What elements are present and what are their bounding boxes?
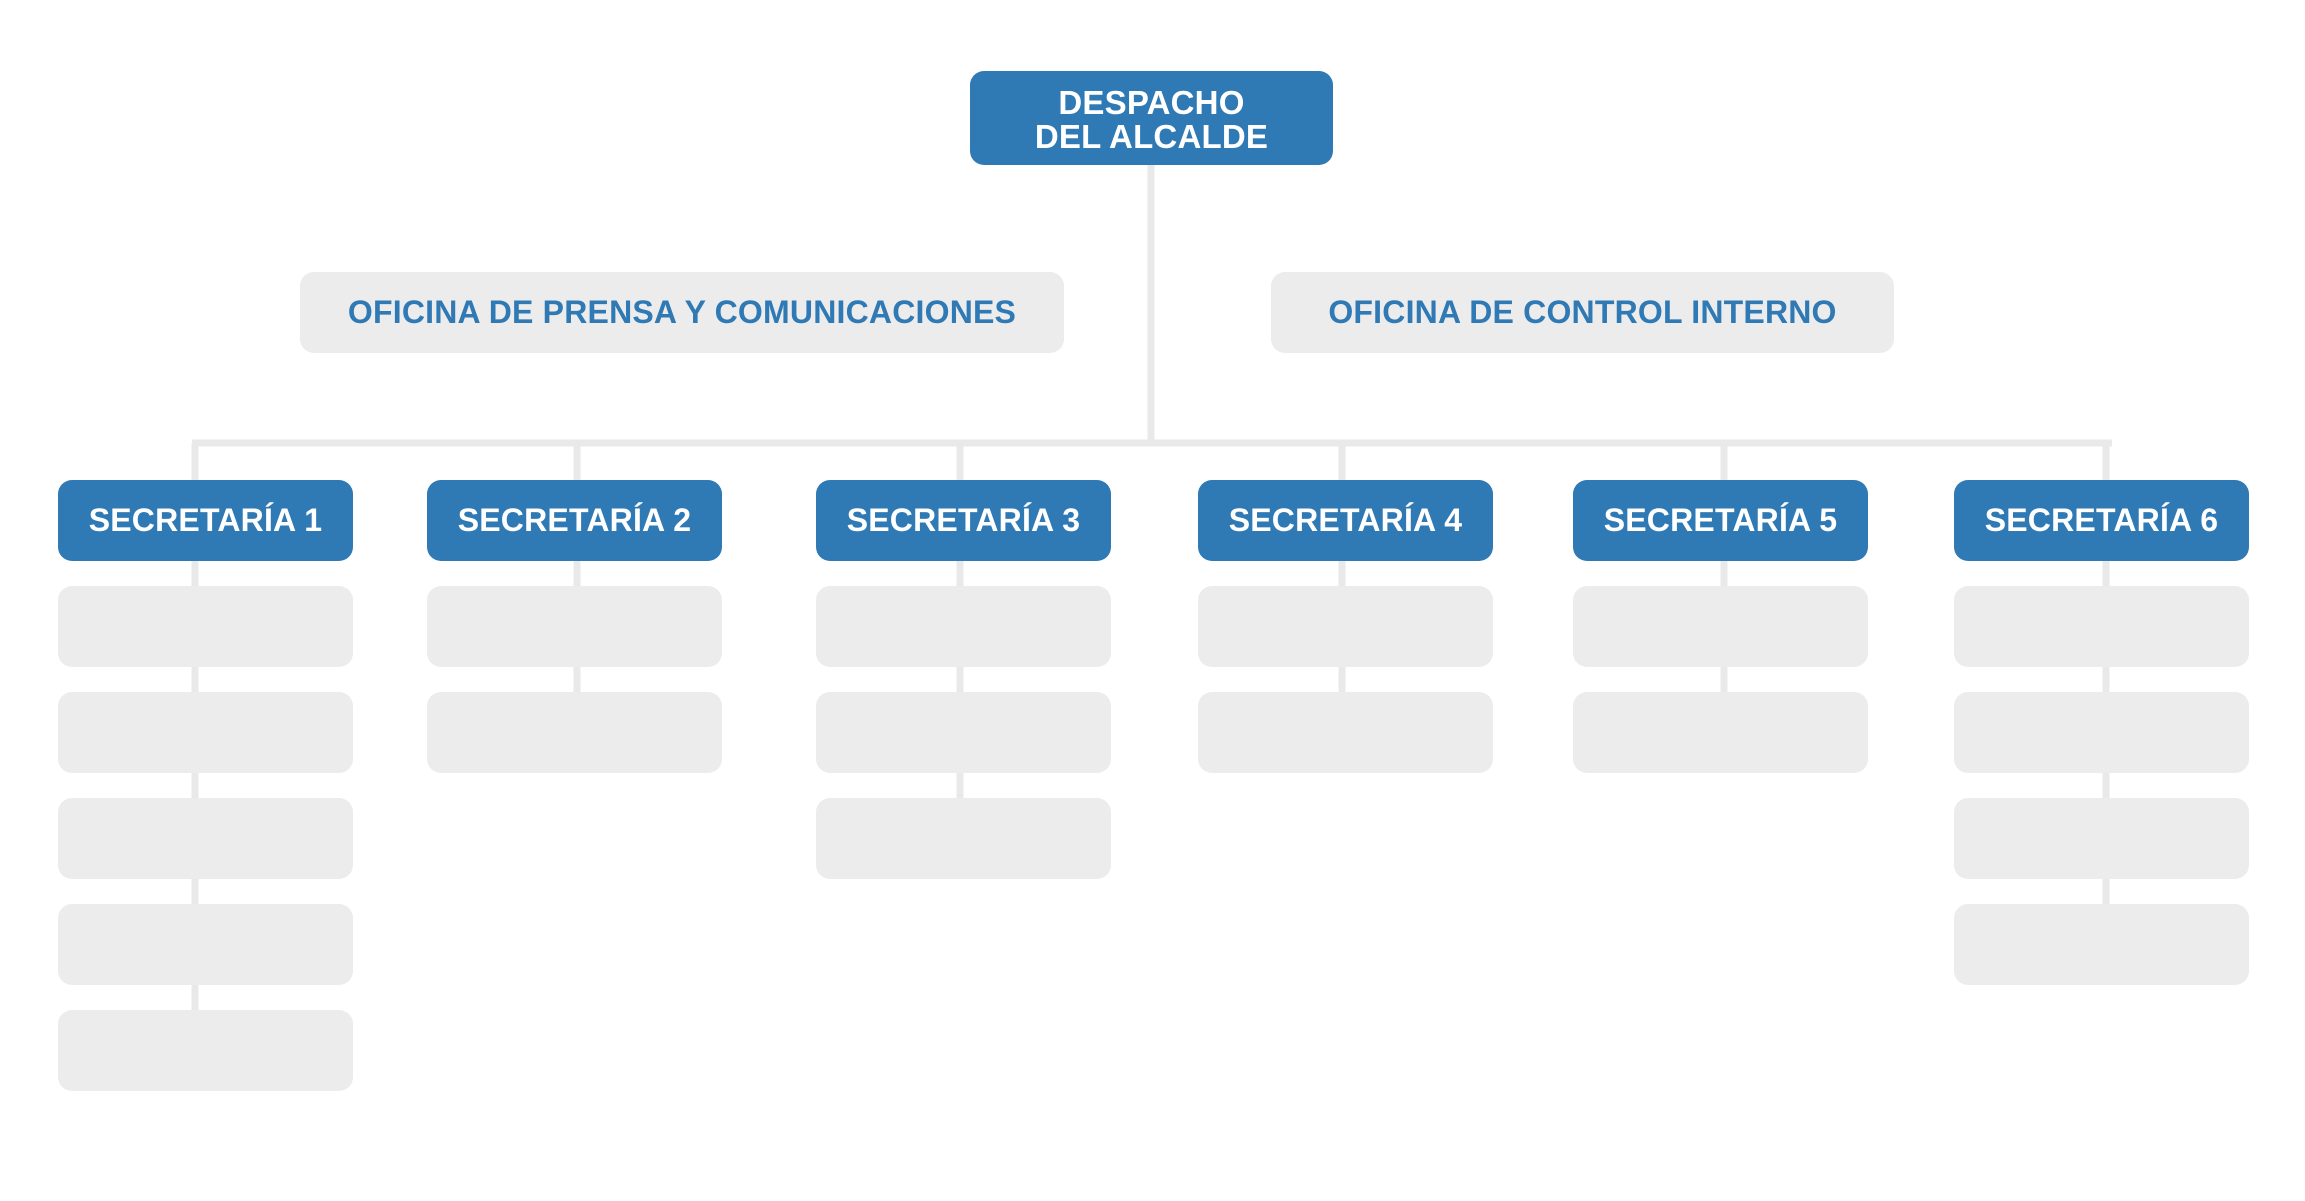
secretaria-3-box: SECRETARÍA 3 bbox=[816, 480, 1111, 561]
secretaria-2-sub-unit bbox=[427, 692, 722, 773]
secretaria-5-box: SECRETARÍA 5 bbox=[1573, 480, 1868, 561]
secretaria-3-sub-unit bbox=[816, 586, 1111, 667]
secretaria-3-sub-unit bbox=[816, 692, 1111, 773]
internal-control-office-box: OFICINA DE CONTROL INTERNO bbox=[1271, 272, 1894, 353]
secretaria-6-sub-unit bbox=[1954, 586, 2249, 667]
secretaria-3-sub-unit bbox=[816, 798, 1111, 879]
secretaria-5-sub-unit bbox=[1573, 692, 1868, 773]
mayor-office-box: DESPACHO DEL ALCALDE bbox=[970, 71, 1333, 165]
secretaria-1-sub-unit bbox=[58, 586, 353, 667]
secretaria-1-sub-unit bbox=[58, 798, 353, 879]
secretaria-6-sub-unit bbox=[1954, 692, 2249, 773]
secretaria-2-box: SECRETARÍA 2 bbox=[427, 480, 722, 561]
secretaria-1-sub-unit bbox=[58, 904, 353, 985]
secretaria-1-box: SECRETARÍA 1 bbox=[58, 480, 353, 561]
secretaria-1-sub-unit bbox=[58, 692, 353, 773]
secretaria-4-sub-unit bbox=[1198, 586, 1493, 667]
secretaria-6-sub-unit bbox=[1954, 798, 2249, 879]
press-office-box: OFICINA DE PRENSA Y COMUNICACIONES bbox=[300, 272, 1064, 353]
secretaria-1-sub-unit bbox=[58, 1010, 353, 1091]
secretaria-4-box: SECRETARÍA 4 bbox=[1198, 480, 1493, 561]
secretaria-6-sub-unit bbox=[1954, 904, 2249, 985]
secretaria-4-sub-unit bbox=[1198, 692, 1493, 773]
secretaria-5-sub-unit bbox=[1573, 586, 1868, 667]
secretaria-2-sub-unit bbox=[427, 586, 722, 667]
secretaria-6-box: SECRETARÍA 6 bbox=[1954, 480, 2249, 561]
